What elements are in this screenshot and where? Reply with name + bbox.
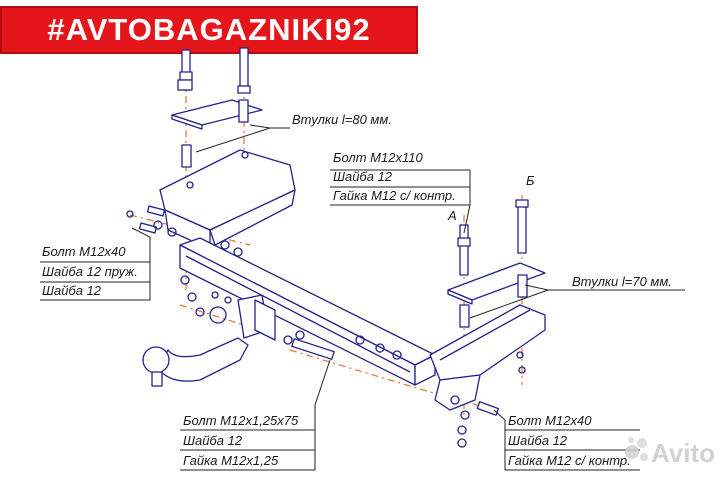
- avito-logo-icon: [625, 437, 648, 461]
- label-a-nut: Гайка М12 с/ контр.: [333, 188, 456, 203]
- right-bracket: [429, 304, 546, 411]
- right-mounting-set: [447, 199, 546, 328]
- label-a-washer: Шайба 12: [333, 169, 393, 184]
- banner-text: #AVTOBAGAZNIKI92: [47, 12, 371, 47]
- label-br-washer: Шайба 12: [508, 433, 568, 448]
- part-labels: Втулки l=80 мм. Болт М12х110 Шайба 12 Га…: [42, 112, 672, 468]
- label-bottom-washer: Шайба 12: [183, 433, 243, 448]
- label-bushing-70: Втулки l=70 мм.: [572, 274, 672, 289]
- hashtag-banner: #AVTOBAGAZNIKI92: [0, 6, 418, 54]
- label-left-bolt: Болт М12х40: [42, 244, 126, 259]
- label-left-washer: Шайба 12: [42, 283, 102, 298]
- marker-a: А: [447, 208, 457, 223]
- label-bushing-80: Втулки l=80 мм.: [292, 112, 392, 127]
- marker-b: Б: [526, 173, 535, 188]
- top-mounting-set: [171, 47, 263, 168]
- tow-ball-assembly: [142, 294, 276, 387]
- label-a-bolt: Болт М12х110: [333, 150, 423, 165]
- avito-watermark: Avito: [625, 437, 715, 468]
- main-crossbar: [179, 237, 436, 386]
- leader-lines: [40, 124, 685, 471]
- label-bottom-bolt: Болт М12х1,25х75: [183, 413, 299, 428]
- label-left-spring-washer: Шайба 12 пруж.: [42, 264, 138, 279]
- watermark-text: Avito: [651, 438, 715, 468]
- fasteners: [126, 205, 526, 448]
- label-br-nut: Гайка М12 с/ контр.: [508, 453, 631, 468]
- label-br-bolt: Болт М12х40: [508, 413, 592, 428]
- label-bottom-nut: Гайка М12х1,25: [183, 453, 279, 468]
